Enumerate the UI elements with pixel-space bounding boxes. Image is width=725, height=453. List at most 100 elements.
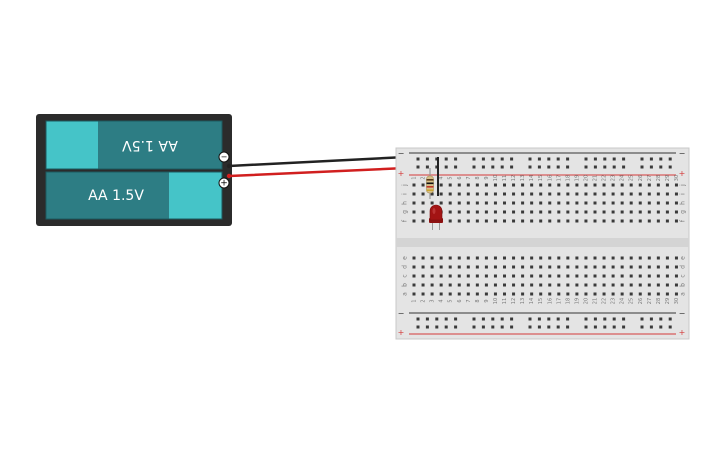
terminal-hole[interactable] — [638, 192, 642, 196]
terminal-hole[interactable] — [475, 265, 479, 269]
terminal-hole[interactable] — [584, 210, 588, 214]
terminal-hole[interactable] — [493, 283, 497, 287]
terminal-hole[interactable] — [539, 201, 543, 205]
terminal-hole[interactable] — [548, 192, 552, 196]
terminal-hole[interactable] — [629, 292, 633, 296]
terminal-hole[interactable] — [412, 219, 416, 223]
terminal-hole[interactable] — [484, 201, 488, 205]
terminal-hole[interactable] — [665, 210, 669, 214]
rail-hole[interactable] — [528, 165, 532, 169]
terminal-hole[interactable] — [566, 283, 570, 287]
rail-hole[interactable] — [416, 157, 420, 161]
terminal-hole[interactable] — [584, 201, 588, 205]
terminal-hole[interactable] — [584, 219, 588, 223]
terminal-hole[interactable] — [530, 192, 534, 196]
terminal-hole[interactable] — [530, 219, 534, 223]
terminal-hole[interactable] — [674, 283, 678, 287]
rail-hole[interactable] — [435, 317, 439, 321]
rail-hole[interactable] — [454, 325, 458, 329]
resistor[interactable] — [426, 168, 434, 199]
terminal-hole[interactable] — [638, 256, 642, 260]
terminal-hole[interactable] — [421, 292, 425, 296]
terminal-hole[interactable] — [629, 192, 633, 196]
terminal-hole[interactable] — [674, 256, 678, 260]
rail-hole[interactable] — [659, 325, 663, 329]
terminal-hole[interactable] — [548, 256, 552, 260]
terminal-hole[interactable] — [620, 265, 624, 269]
terminal-hole[interactable] — [521, 183, 525, 187]
terminal-hole[interactable] — [539, 192, 543, 196]
terminal-hole[interactable] — [638, 210, 642, 214]
rail-hole[interactable] — [435, 157, 439, 161]
terminal-hole[interactable] — [475, 256, 479, 260]
terminal-hole[interactable] — [484, 256, 488, 260]
terminal-hole[interactable] — [647, 210, 651, 214]
rail-hole[interactable] — [659, 317, 663, 321]
terminal-hole[interactable] — [466, 201, 470, 205]
terminal-hole[interactable] — [620, 283, 624, 287]
rail-hole[interactable] — [556, 157, 560, 161]
terminal-hole[interactable] — [611, 265, 615, 269]
terminal-hole[interactable] — [448, 256, 452, 260]
terminal-hole[interactable] — [457, 201, 461, 205]
terminal-hole[interactable] — [512, 192, 516, 196]
terminal-hole[interactable] — [647, 256, 651, 260]
rail-hole[interactable] — [603, 165, 607, 169]
rail-hole[interactable] — [444, 325, 448, 329]
terminal-hole[interactable] — [656, 265, 660, 269]
rail-hole[interactable] — [425, 157, 429, 161]
rail-hole[interactable] — [537, 325, 541, 329]
rail-hole[interactable] — [472, 325, 476, 329]
terminal-hole[interactable] — [539, 219, 543, 223]
terminal-hole[interactable] — [566, 219, 570, 223]
terminal-hole[interactable] — [674, 265, 678, 269]
black-wire[interactable] — [227, 155, 408, 168]
terminal-hole[interactable] — [439, 183, 443, 187]
terminal-hole[interactable] — [638, 183, 642, 187]
terminal-hole[interactable] — [503, 192, 506, 196]
rail-hole[interactable] — [612, 317, 616, 321]
terminal-hole[interactable] — [448, 274, 452, 278]
terminal-hole[interactable] — [503, 265, 506, 269]
terminal-hole[interactable] — [647, 201, 651, 205]
terminal-hole[interactable] — [602, 210, 606, 214]
terminal-hole[interactable] — [412, 201, 416, 205]
rail-hole[interactable] — [556, 325, 560, 329]
terminal-hole[interactable] — [421, 201, 425, 205]
terminal-hole[interactable] — [629, 283, 633, 287]
terminal-hole[interactable] — [439, 283, 443, 287]
terminal-hole[interactable] — [557, 265, 561, 269]
terminal-hole[interactable] — [674, 192, 678, 196]
terminal-hole[interactable] — [611, 192, 615, 196]
terminal-hole[interactable] — [611, 183, 615, 187]
terminal-hole[interactable] — [584, 183, 588, 187]
terminal-hole[interactable] — [620, 201, 624, 205]
terminal-hole[interactable] — [593, 183, 597, 187]
terminal-hole[interactable] — [430, 201, 434, 205]
terminal-hole[interactable] — [548, 274, 552, 278]
terminal-hole[interactable] — [575, 183, 579, 187]
terminal-hole[interactable] — [656, 292, 660, 296]
terminal-hole[interactable] — [620, 183, 624, 187]
terminal-hole[interactable] — [593, 219, 597, 223]
terminal-hole[interactable] — [539, 256, 543, 260]
rail-hole[interactable] — [547, 317, 551, 321]
terminal-hole[interactable] — [466, 192, 470, 196]
terminal-hole[interactable] — [620, 219, 624, 223]
terminal-hole[interactable] — [412, 256, 416, 260]
terminal-hole[interactable] — [638, 274, 642, 278]
rail-hole[interactable] — [566, 157, 570, 161]
terminal-hole[interactable] — [593, 201, 597, 205]
plus-terminal[interactable]: + — [218, 177, 230, 189]
terminal-hole[interactable] — [521, 256, 525, 260]
rail-hole[interactable] — [510, 325, 514, 329]
terminal-hole[interactable] — [521, 283, 525, 287]
rail-hole[interactable] — [556, 165, 560, 169]
terminal-hole[interactable] — [512, 265, 516, 269]
terminal-hole[interactable] — [548, 183, 552, 187]
terminal-hole[interactable] — [611, 256, 615, 260]
terminal-hole[interactable] — [638, 219, 642, 223]
rail-hole[interactable] — [584, 165, 588, 169]
terminal-hole[interactable] — [593, 256, 597, 260]
terminal-hole[interactable] — [421, 183, 425, 187]
